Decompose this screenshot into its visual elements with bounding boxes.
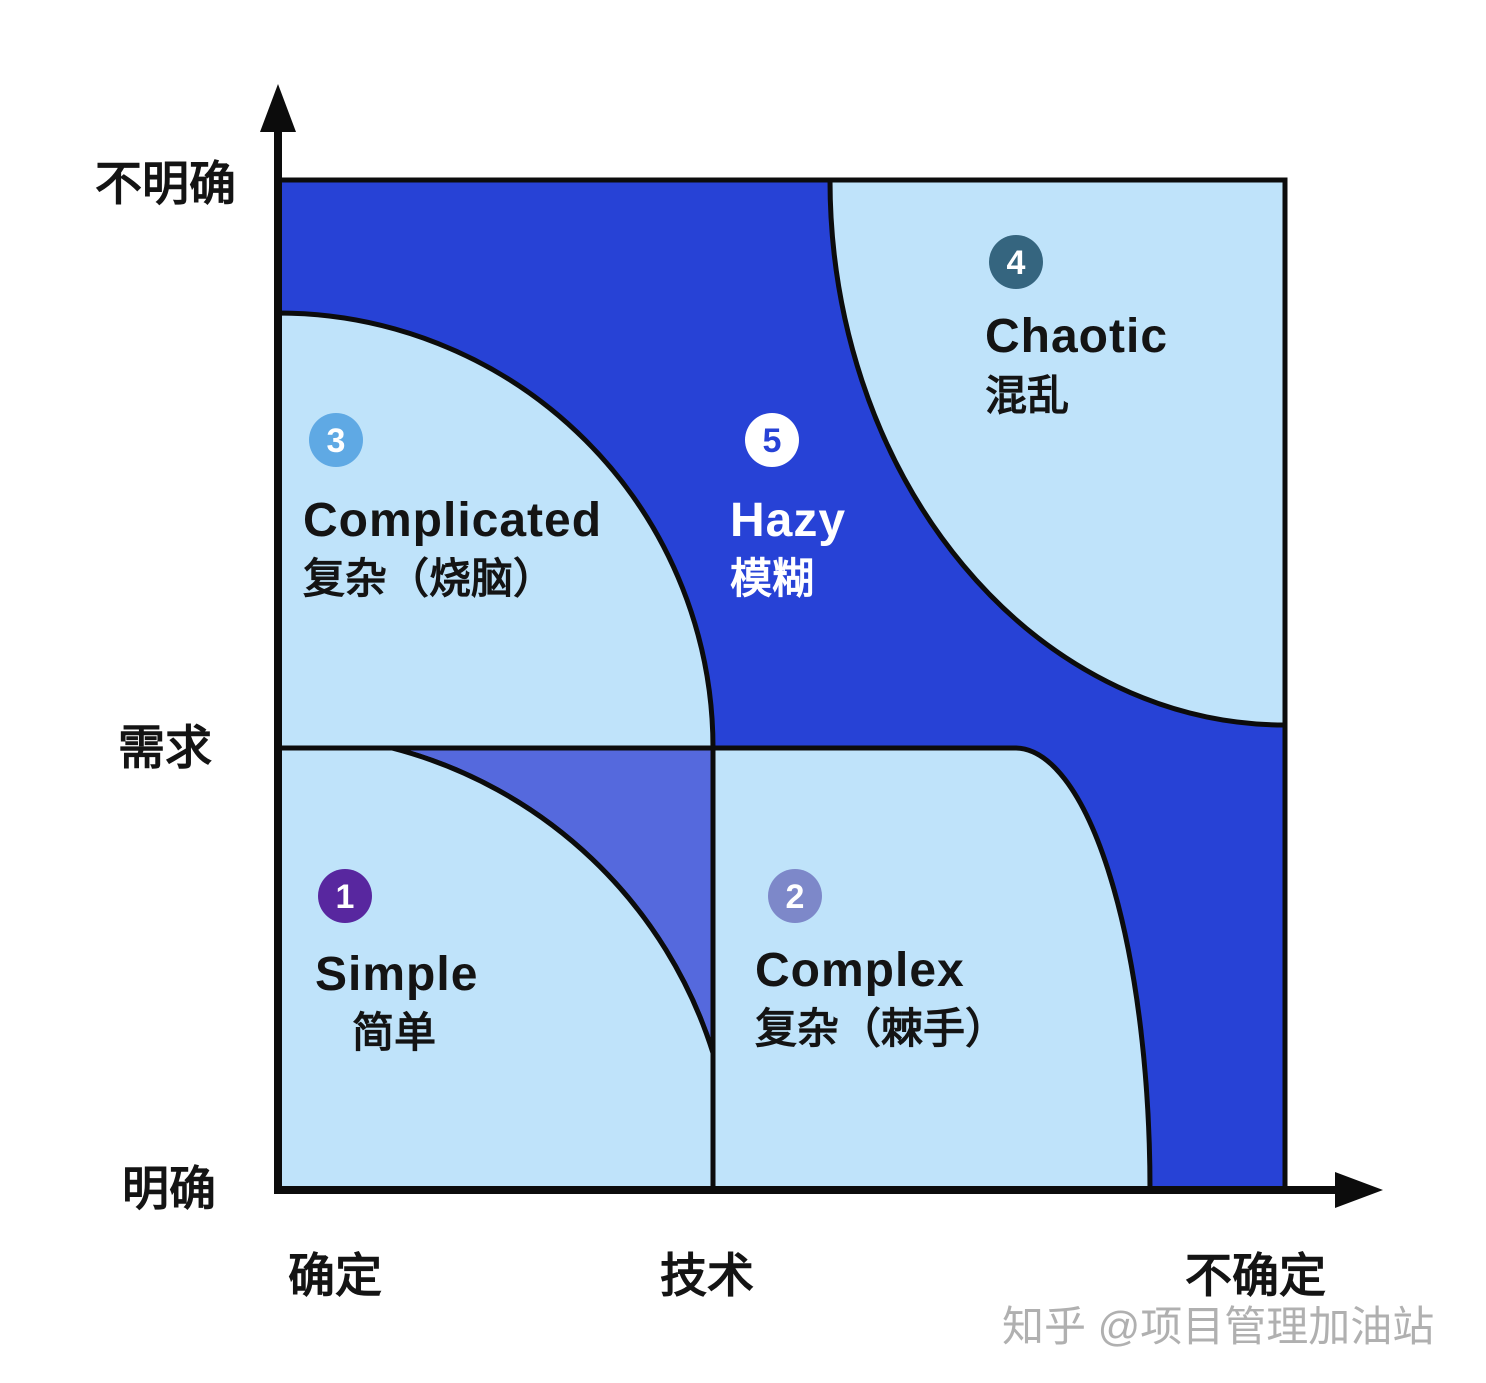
complex-label-zh: 复杂（棘手） [755, 1005, 1007, 1052]
badge-complex-circle [768, 869, 822, 923]
badge-simple-number: 1 [336, 878, 355, 916]
simple-label-en: Simple [315, 948, 478, 1001]
complicated-region [275, 310, 716, 751]
x-axis-label-left: 确定 [288, 1249, 382, 1302]
hazy-label-en: Hazy [730, 494, 846, 547]
badge-chaotic-number: 4 [1007, 244, 1026, 282]
badge-hazy-number: 5 [763, 422, 782, 460]
simple-region [275, 745, 716, 1193]
badge-complex: 2 [768, 869, 822, 923]
complicated-label-en: Complicated [303, 494, 602, 547]
badge-complicated-number: 3 [327, 422, 346, 460]
chaotic-region [827, 177, 1288, 728]
complex-region [710, 745, 1153, 1193]
y-axis-label-top: 不明确 [95, 157, 236, 210]
x-axis-label-right: 不确定 [1185, 1249, 1326, 1302]
chaotic-label-zh: 混乱 [985, 372, 1069, 419]
x-axis-arrow-icon [1335, 1172, 1383, 1208]
badge-complicated: 3 [309, 413, 363, 467]
badge-complex-number: 2 [786, 878, 805, 916]
badge-hazy-circle [745, 413, 799, 467]
complicated-label-zh: 复杂（烧脑） [303, 555, 555, 602]
hazy-label-zh: 模糊 [730, 555, 814, 602]
simple-label-zh: 简单 [352, 1009, 436, 1056]
x-axis-label-mid: 技术 [660, 1249, 754, 1302]
chaotic-label-en: Chaotic [985, 310, 1168, 363]
y-axis-arrow-icon [260, 84, 296, 132]
y-axis-label-bottom: 明确 [122, 1162, 216, 1215]
badge-chaotic-circle [989, 235, 1043, 289]
watermark-text: 知乎 @项目管理加油站 [1002, 1303, 1434, 1350]
complex-label-en: Complex [755, 944, 965, 997]
badge-simple: 1 [318, 869, 372, 923]
badge-simple-circle [318, 869, 372, 923]
badge-hazy: 5 [745, 413, 799, 467]
badge-complicated-circle [309, 413, 363, 467]
y-axis-label-mid: 需求 [118, 721, 212, 774]
badge-chaotic: 4 [989, 235, 1043, 289]
